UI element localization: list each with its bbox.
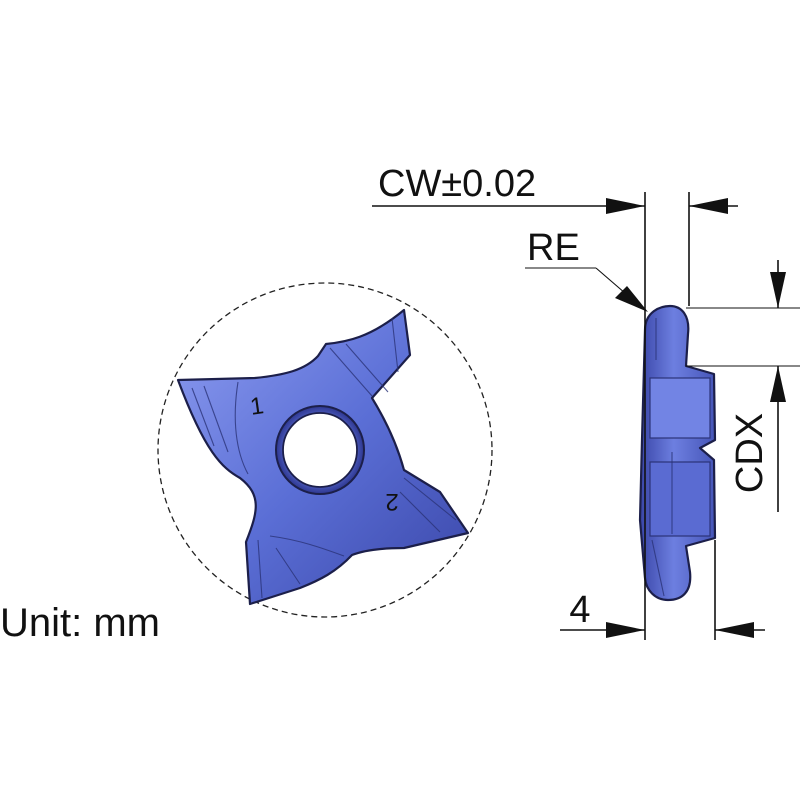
- facet-line: [191, 387, 215, 447]
- side-profile: [638, 304, 717, 602]
- cdx-label: CDX: [729, 413, 771, 493]
- facet-line: [403, 477, 457, 521]
- facet-line: [329, 347, 373, 397]
- facet-line: [345, 343, 389, 393]
- thickness-label: 4: [569, 589, 590, 631]
- unit-note: Unit: mm: [0, 601, 160, 645]
- side-hub-lower: [649, 461, 711, 537]
- envelope-circle: [157, 282, 493, 618]
- facet-line: [203, 385, 229, 453]
- center-hole: [282, 412, 358, 488]
- side-hub: [649, 377, 711, 439]
- facet-line: [651, 539, 665, 597]
- dimension-re: RE: [525, 227, 648, 312]
- edge-number-2: 2: [385, 488, 398, 515]
- facet-line: [399, 491, 441, 533]
- facet-line: [275, 547, 301, 585]
- facet-line: [391, 317, 399, 373]
- cw-label: CW±0.02: [378, 163, 536, 205]
- facet-line: [234, 381, 249, 475]
- insert-side-view: [638, 304, 717, 602]
- dimension-thickness: 4: [560, 540, 765, 640]
- dimension-cw: CW±0.02: [372, 163, 738, 640]
- dimension-cdx: CDX: [686, 260, 800, 512]
- facet-line: [257, 539, 263, 599]
- edge-number-1: 1: [248, 392, 265, 421]
- insert-front-view: 1 2: [157, 282, 493, 618]
- re-label: RE: [527, 227, 580, 269]
- facet-line: [269, 535, 345, 557]
